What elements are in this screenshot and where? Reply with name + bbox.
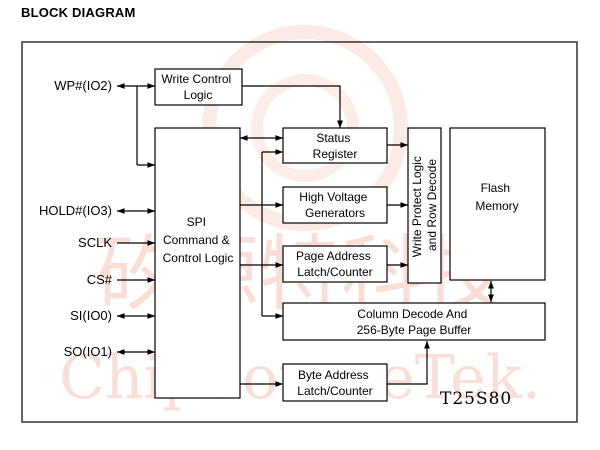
byte-address-to-column-decode-arrow bbox=[387, 341, 430, 385]
part-number: T25S80 bbox=[440, 389, 512, 409]
flash-memory-block bbox=[449, 127, 546, 281]
page-address-label: Page Address Latch/Counter bbox=[296, 249, 374, 279]
pin-so-label: SO(IO1) bbox=[64, 344, 112, 359]
column-decode-label: Column Decode And 256-Byte Page Buffer bbox=[357, 307, 472, 337]
write-control-to-status-arrow bbox=[242, 85, 343, 128]
byte-address-block bbox=[282, 363, 388, 402]
spi-control-block bbox=[154, 127, 241, 399]
write-protect-block bbox=[407, 127, 442, 284]
status-register-label: Status Register bbox=[313, 131, 358, 161]
byte-address-label: Byte Address Latch/Counter bbox=[297, 368, 372, 398]
outer-frame bbox=[21, 41, 578, 423]
pin-si-label: SI(IO0) bbox=[70, 308, 112, 323]
status-register-block bbox=[282, 127, 388, 164]
internal-connectors bbox=[240, 85, 494, 387]
spi-control-label: SPI Command & Control Logic bbox=[163, 215, 234, 265]
page-address-block bbox=[282, 245, 388, 283]
pin-connectors bbox=[117, 83, 155, 355]
column-decode-block bbox=[282, 302, 546, 341]
pin-sclk-label: SCLK bbox=[78, 235, 112, 250]
diagram-heading: BLOCK DIAGRAM bbox=[21, 5, 136, 20]
high-voltage-block bbox=[282, 186, 388, 224]
flash-memory-label: Flash Memory bbox=[475, 181, 518, 213]
write-control-block bbox=[154, 68, 243, 106]
write-control-label: Write Control Logic bbox=[161, 72, 234, 102]
pin-cs-label: CS# bbox=[87, 272, 113, 287]
pin-wp-label: WP#(IO2) bbox=[54, 78, 112, 93]
write-protect-label: Write Protect Logic and Row Decode bbox=[410, 153, 439, 258]
high-voltage-label: High Voltage Generators bbox=[299, 190, 370, 220]
pin-hold-label: HOLD#(IO3) bbox=[39, 203, 112, 218]
